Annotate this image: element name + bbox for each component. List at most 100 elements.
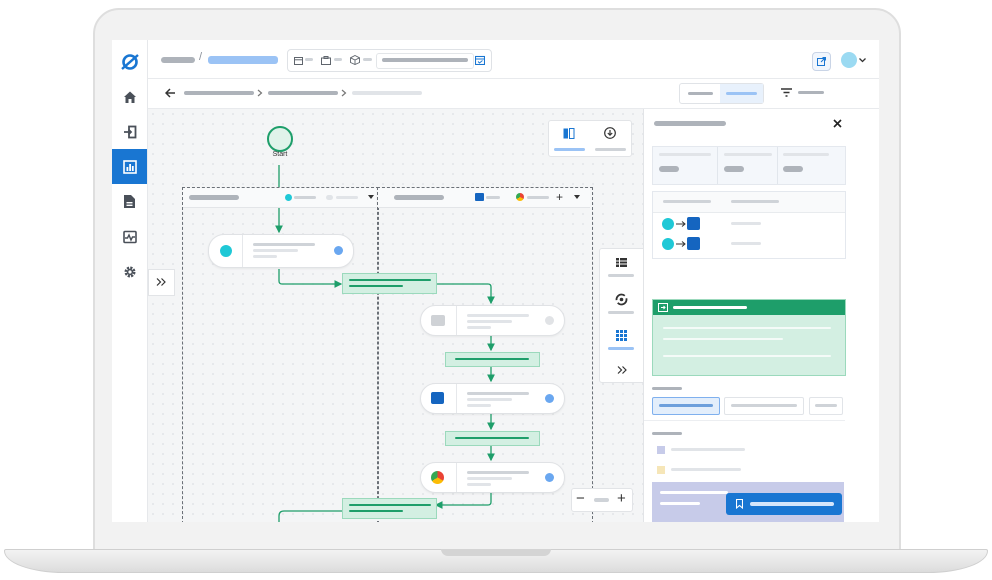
sub-bar bbox=[148, 78, 879, 109]
sidebar-item-settings[interactable] bbox=[112, 254, 147, 289]
link-arrow-icon bbox=[676, 241, 686, 247]
date-range-field[interactable] bbox=[376, 53, 474, 69]
breadcrumb-separator: / bbox=[199, 51, 203, 63]
app-icon bbox=[431, 315, 445, 326]
flow-node-2[interactable] bbox=[420, 305, 565, 336]
top-bar: / bbox=[148, 40, 879, 79]
breadcrumb-root[interactable] bbox=[161, 57, 195, 63]
caret-down-icon[interactable] bbox=[574, 195, 580, 199]
path-segment-1[interactable] bbox=[184, 91, 254, 95]
legend-swatch bbox=[657, 466, 665, 474]
sidebar-item-activity[interactable] bbox=[112, 219, 147, 254]
panel-title bbox=[654, 121, 726, 126]
sidebar bbox=[112, 40, 148, 522]
app-screen: / bbox=[112, 40, 879, 522]
stats-row bbox=[652, 146, 846, 185]
external-link-icon bbox=[817, 57, 826, 66]
sidebar-item-login[interactable] bbox=[112, 114, 147, 149]
flow-canvas[interactable]: Start + bbox=[148, 109, 643, 522]
breadcrumb-current[interactable] bbox=[208, 56, 278, 64]
sync-icon[interactable] bbox=[615, 293, 628, 306]
split-view-icon bbox=[563, 128, 575, 139]
cube-icon[interactable] bbox=[350, 55, 360, 65]
status-dot bbox=[545, 316, 554, 325]
teal-avatar bbox=[662, 218, 674, 230]
status-dot bbox=[334, 246, 343, 255]
chip-option[interactable] bbox=[809, 397, 843, 415]
add-lane-icon[interactable]: + bbox=[556, 190, 564, 204]
zoom-level bbox=[594, 498, 609, 502]
double-chevron-right-icon[interactable] bbox=[617, 366, 627, 374]
login-icon bbox=[123, 125, 136, 138]
swimlane-left bbox=[182, 187, 379, 522]
zoom-in-button[interactable]: + bbox=[617, 490, 626, 507]
transition-icon bbox=[658, 303, 668, 312]
filter-icon[interactable] bbox=[781, 88, 792, 97]
chip-option[interactable] bbox=[724, 397, 804, 415]
transition-box[interactable] bbox=[342, 498, 437, 519]
transition-box[interactable] bbox=[445, 352, 540, 367]
outlook-icon bbox=[687, 237, 700, 250]
back-arrow-icon[interactable] bbox=[165, 88, 176, 98]
expand-sidebar-button[interactable] bbox=[148, 269, 175, 296]
transition-box[interactable] bbox=[445, 431, 540, 446]
details-panel bbox=[643, 109, 846, 522]
legend-label bbox=[652, 432, 682, 435]
layout-download-button[interactable] bbox=[590, 121, 631, 156]
calendar-picker-icon[interactable] bbox=[475, 55, 485, 65]
briefcase-icon[interactable] bbox=[321, 56, 331, 65]
filter-toolbar bbox=[287, 49, 492, 72]
sidebar-item-reports[interactable] bbox=[112, 149, 147, 184]
path-segment-2[interactable] bbox=[268, 91, 338, 95]
transition-detail-card[interactable] bbox=[652, 299, 846, 376]
activity-icon bbox=[122, 230, 137, 243]
open-external-button[interactable] bbox=[812, 52, 831, 71]
grid-icon[interactable] bbox=[616, 330, 627, 341]
sidebar-item-documents[interactable] bbox=[112, 184, 147, 219]
transition-box[interactable] bbox=[342, 273, 437, 294]
bookmark-icon bbox=[736, 499, 743, 509]
flow-connectors bbox=[275, 165, 495, 522]
status-dot bbox=[545, 473, 554, 482]
section-label bbox=[652, 387, 682, 390]
filter-label[interactable] bbox=[798, 91, 824, 94]
start-label: Start bbox=[272, 151, 288, 158]
chart-icon bbox=[122, 159, 137, 174]
calendar-icon[interactable] bbox=[294, 56, 303, 65]
flow-node-3[interactable] bbox=[420, 383, 565, 414]
view-toggle-list[interactable] bbox=[680, 84, 720, 103]
primary-action-button[interactable] bbox=[726, 493, 842, 515]
chevron-down-icon[interactable] bbox=[859, 58, 866, 63]
teal-avatar bbox=[662, 238, 674, 250]
flow-node-1[interactable] bbox=[208, 234, 354, 268]
layout-split-button[interactable] bbox=[549, 121, 590, 156]
legend-swatch bbox=[657, 446, 665, 454]
chrome-icon bbox=[431, 471, 444, 484]
outlook-icon bbox=[475, 193, 484, 201]
teal-avatar bbox=[220, 245, 232, 257]
zoom-out-button[interactable]: − bbox=[576, 490, 585, 507]
download-icon bbox=[604, 127, 616, 139]
word-icon bbox=[687, 217, 700, 230]
list-icon[interactable] bbox=[616, 258, 627, 267]
double-chevron-right-icon bbox=[156, 278, 166, 286]
gear-icon bbox=[123, 265, 136, 278]
view-toggle-flow[interactable] bbox=[720, 84, 763, 103]
swimlane-right bbox=[377, 187, 593, 522]
avatar[interactable] bbox=[841, 52, 857, 68]
swimlane-right-header: + bbox=[378, 188, 590, 208]
caret-down-icon[interactable] bbox=[368, 195, 374, 199]
brand-logo-icon[interactable] bbox=[112, 44, 147, 79]
home-icon bbox=[123, 91, 136, 103]
zoom-controls: − + bbox=[571, 488, 633, 512]
close-icon[interactable] bbox=[833, 119, 842, 128]
chip-selected[interactable] bbox=[652, 397, 720, 415]
swimlane-left-header bbox=[183, 188, 376, 208]
participants-table bbox=[652, 191, 846, 259]
chrome-icon bbox=[516, 193, 524, 201]
flow-node-4[interactable] bbox=[420, 462, 565, 493]
view-toggle-group bbox=[679, 83, 764, 104]
layout-toggle bbox=[548, 120, 632, 157]
sidebar-item-home[interactable] bbox=[112, 79, 147, 114]
start-node[interactable] bbox=[267, 126, 293, 152]
